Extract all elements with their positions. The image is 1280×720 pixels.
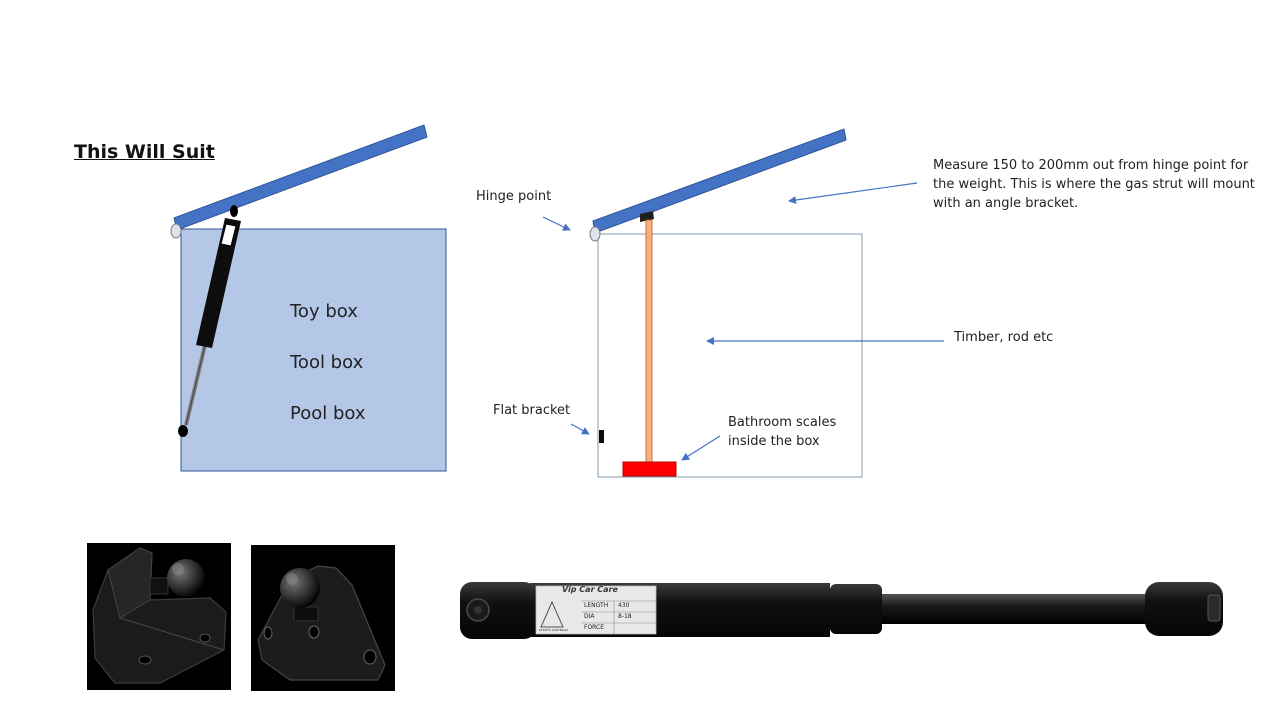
measure-note-line1: Measure 150 to 200mm out from hinge poin…	[933, 158, 1249, 173]
strut-dia-label: DIA	[584, 613, 595, 620]
gas-strut-drawing	[178, 205, 241, 437]
outline-box	[597, 233, 863, 478]
hinge-circle	[170, 223, 182, 239]
strut-dia-value: 8-18	[618, 613, 632, 620]
strut-length-label: LENGTH	[584, 602, 609, 609]
photo-gas-strut	[460, 582, 1223, 639]
angle-bracket	[640, 211, 654, 222]
hinge-circle-middle	[589, 226, 601, 242]
arrow-scales	[681, 435, 721, 461]
strut-length-value: 430	[618, 602, 630, 609]
arrow-measure	[788, 182, 918, 204]
arrow-flat-bracket	[570, 423, 590, 435]
box-label-toy: Toy box	[290, 301, 358, 322]
box-label-pool: Pool box	[290, 403, 366, 424]
timber-rod	[645, 219, 653, 465]
strut-brand-text: Vip Car Care	[562, 585, 618, 594]
box-label-tool: Tool box	[290, 352, 364, 373]
scales-label-line1: Bathroom scales	[728, 415, 837, 430]
photo-angle-bracket	[87, 543, 231, 690]
arrow-hinge	[542, 216, 571, 231]
slide-title: This Will Suit	[74, 141, 215, 163]
scales-label-line2: inside the box	[728, 434, 820, 449]
left-diagram	[170, 124, 447, 472]
strut-force-label: FORCE	[584, 624, 605, 631]
measure-note-line2: the weight. This is where the gas strut …	[933, 177, 1255, 192]
flat-bracket	[599, 430, 604, 443]
flat-bracket-label: Flat bracket	[493, 403, 571, 418]
lid-middle	[592, 128, 847, 234]
photo-flat-bracket	[251, 545, 395, 691]
measure-note-line3: with an angle bracket.	[933, 196, 1079, 211]
middle-diagram	[542, 128, 944, 478]
bathroom-scales	[622, 461, 677, 477]
hinge-point-label: Hinge point	[476, 189, 552, 204]
strut-maker-text: STRUTS AUSTRALIA	[539, 628, 569, 632]
timber-label: Timber, rod etc	[954, 330, 1054, 345]
